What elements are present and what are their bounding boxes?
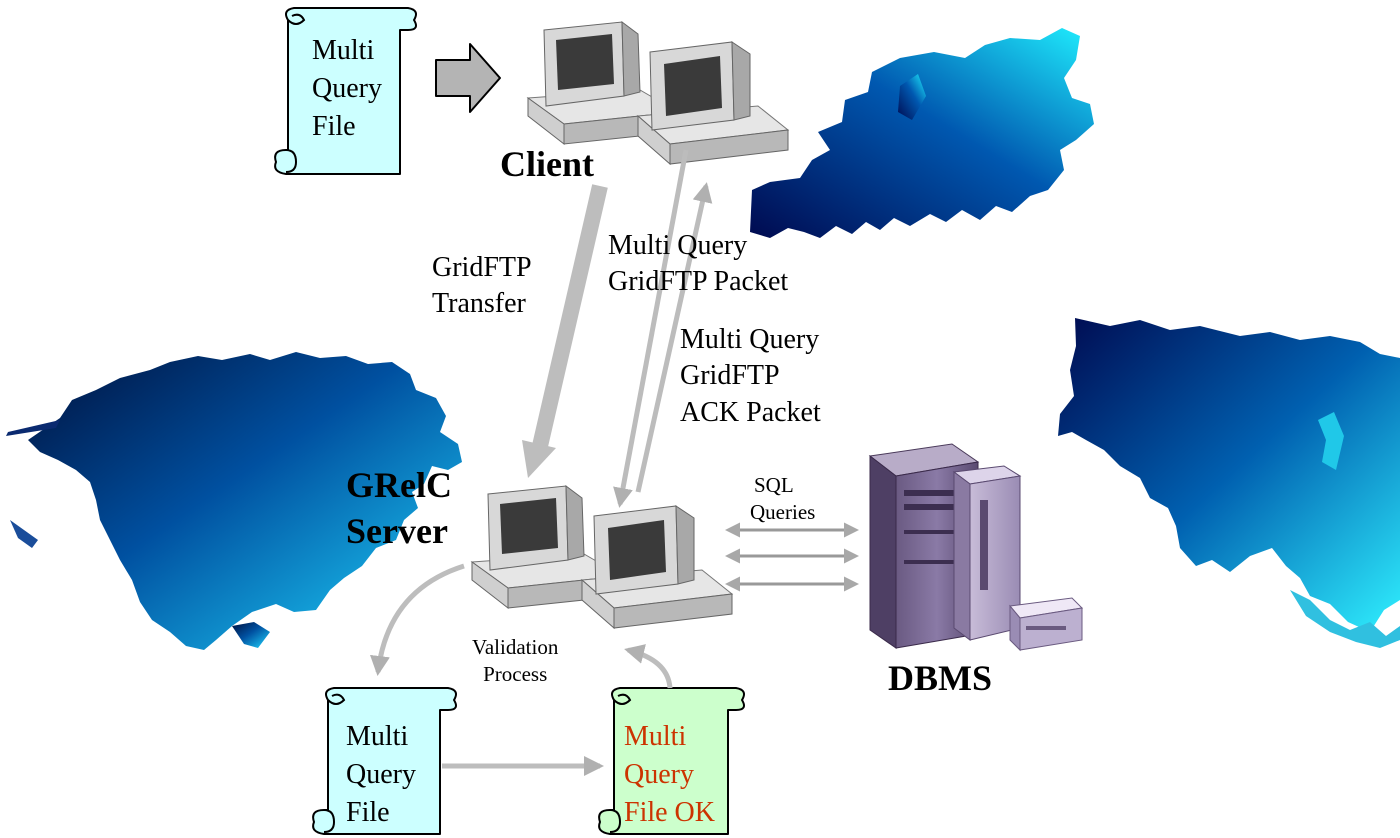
client-file-text: Multi Query File (312, 32, 382, 146)
ok-file-text: Multi Query File OK (624, 718, 715, 832)
north-america-map-icon (6, 352, 462, 650)
server-to-file-arrow (370, 563, 465, 676)
client-computer-icon (526, 20, 790, 166)
gridftp-transfer-line1: GridFTP (432, 252, 532, 283)
server-file-line3: File (346, 797, 390, 828)
gridftp-transfer-label: GridFTP Transfer (432, 250, 532, 323)
client-file-line1: Multi (312, 35, 375, 66)
mq-ack-line3: ACK Packet (680, 396, 821, 428)
grelc-server-line2: Server (346, 511, 448, 552)
packet-arrows (613, 149, 713, 508)
mq-ack-label: Multi Query GridFTP ACK Packet (680, 322, 821, 431)
grelc-server-label: GRelC Server (346, 462, 452, 554)
server-computer-icon (470, 484, 734, 630)
mq-packet-line1: Multi Query (608, 230, 748, 261)
to-client-block-arrow (435, 43, 501, 113)
ok-file-line2: Query (624, 759, 694, 790)
sql-line1: SQL (754, 473, 794, 497)
client-label: Client (500, 144, 594, 184)
server-file-text: Multi Query File (346, 718, 416, 832)
europe-map-icon (750, 28, 1094, 238)
client-file-scroll (274, 7, 417, 175)
ok-file-line3: File OK (624, 797, 715, 828)
ok-file-to-server-arrow (624, 644, 673, 689)
sql-queries-label: SQL Queries (750, 472, 815, 527)
validation-line1: Validation (472, 635, 559, 659)
mq-ack-line2: GridFTP (680, 360, 780, 392)
client-file-line3: File (312, 111, 356, 142)
validation-process-label: Validation Process (472, 634, 558, 689)
sql-line2: Queries (750, 500, 816, 525)
mq-ack-line1: Multi Query (680, 324, 820, 355)
mq-packet-line2: GridFTP Packet (608, 266, 789, 298)
ok-file-scroll (598, 687, 745, 835)
ok-file-line1: Multi (624, 721, 687, 752)
gridftp-transfer-arrow (522, 184, 608, 478)
asia-map-icon (1058, 318, 1400, 648)
validation-line2: Process (483, 662, 548, 687)
server-file-line2: Query (346, 759, 416, 790)
grelc-server-line1: GRelC (346, 465, 452, 505)
dbms-label: DBMS (888, 658, 993, 698)
server-file-line1: Multi (346, 721, 409, 752)
client-file-line2: Query (312, 73, 382, 104)
gridftp-transfer-line2: Transfer (432, 288, 526, 320)
mq-packet-label: Multi Query GridFTP Packet (608, 228, 788, 301)
dbms-server-icon (868, 443, 1084, 652)
server-file-scroll (312, 687, 457, 835)
sql-arrows (725, 522, 859, 592)
